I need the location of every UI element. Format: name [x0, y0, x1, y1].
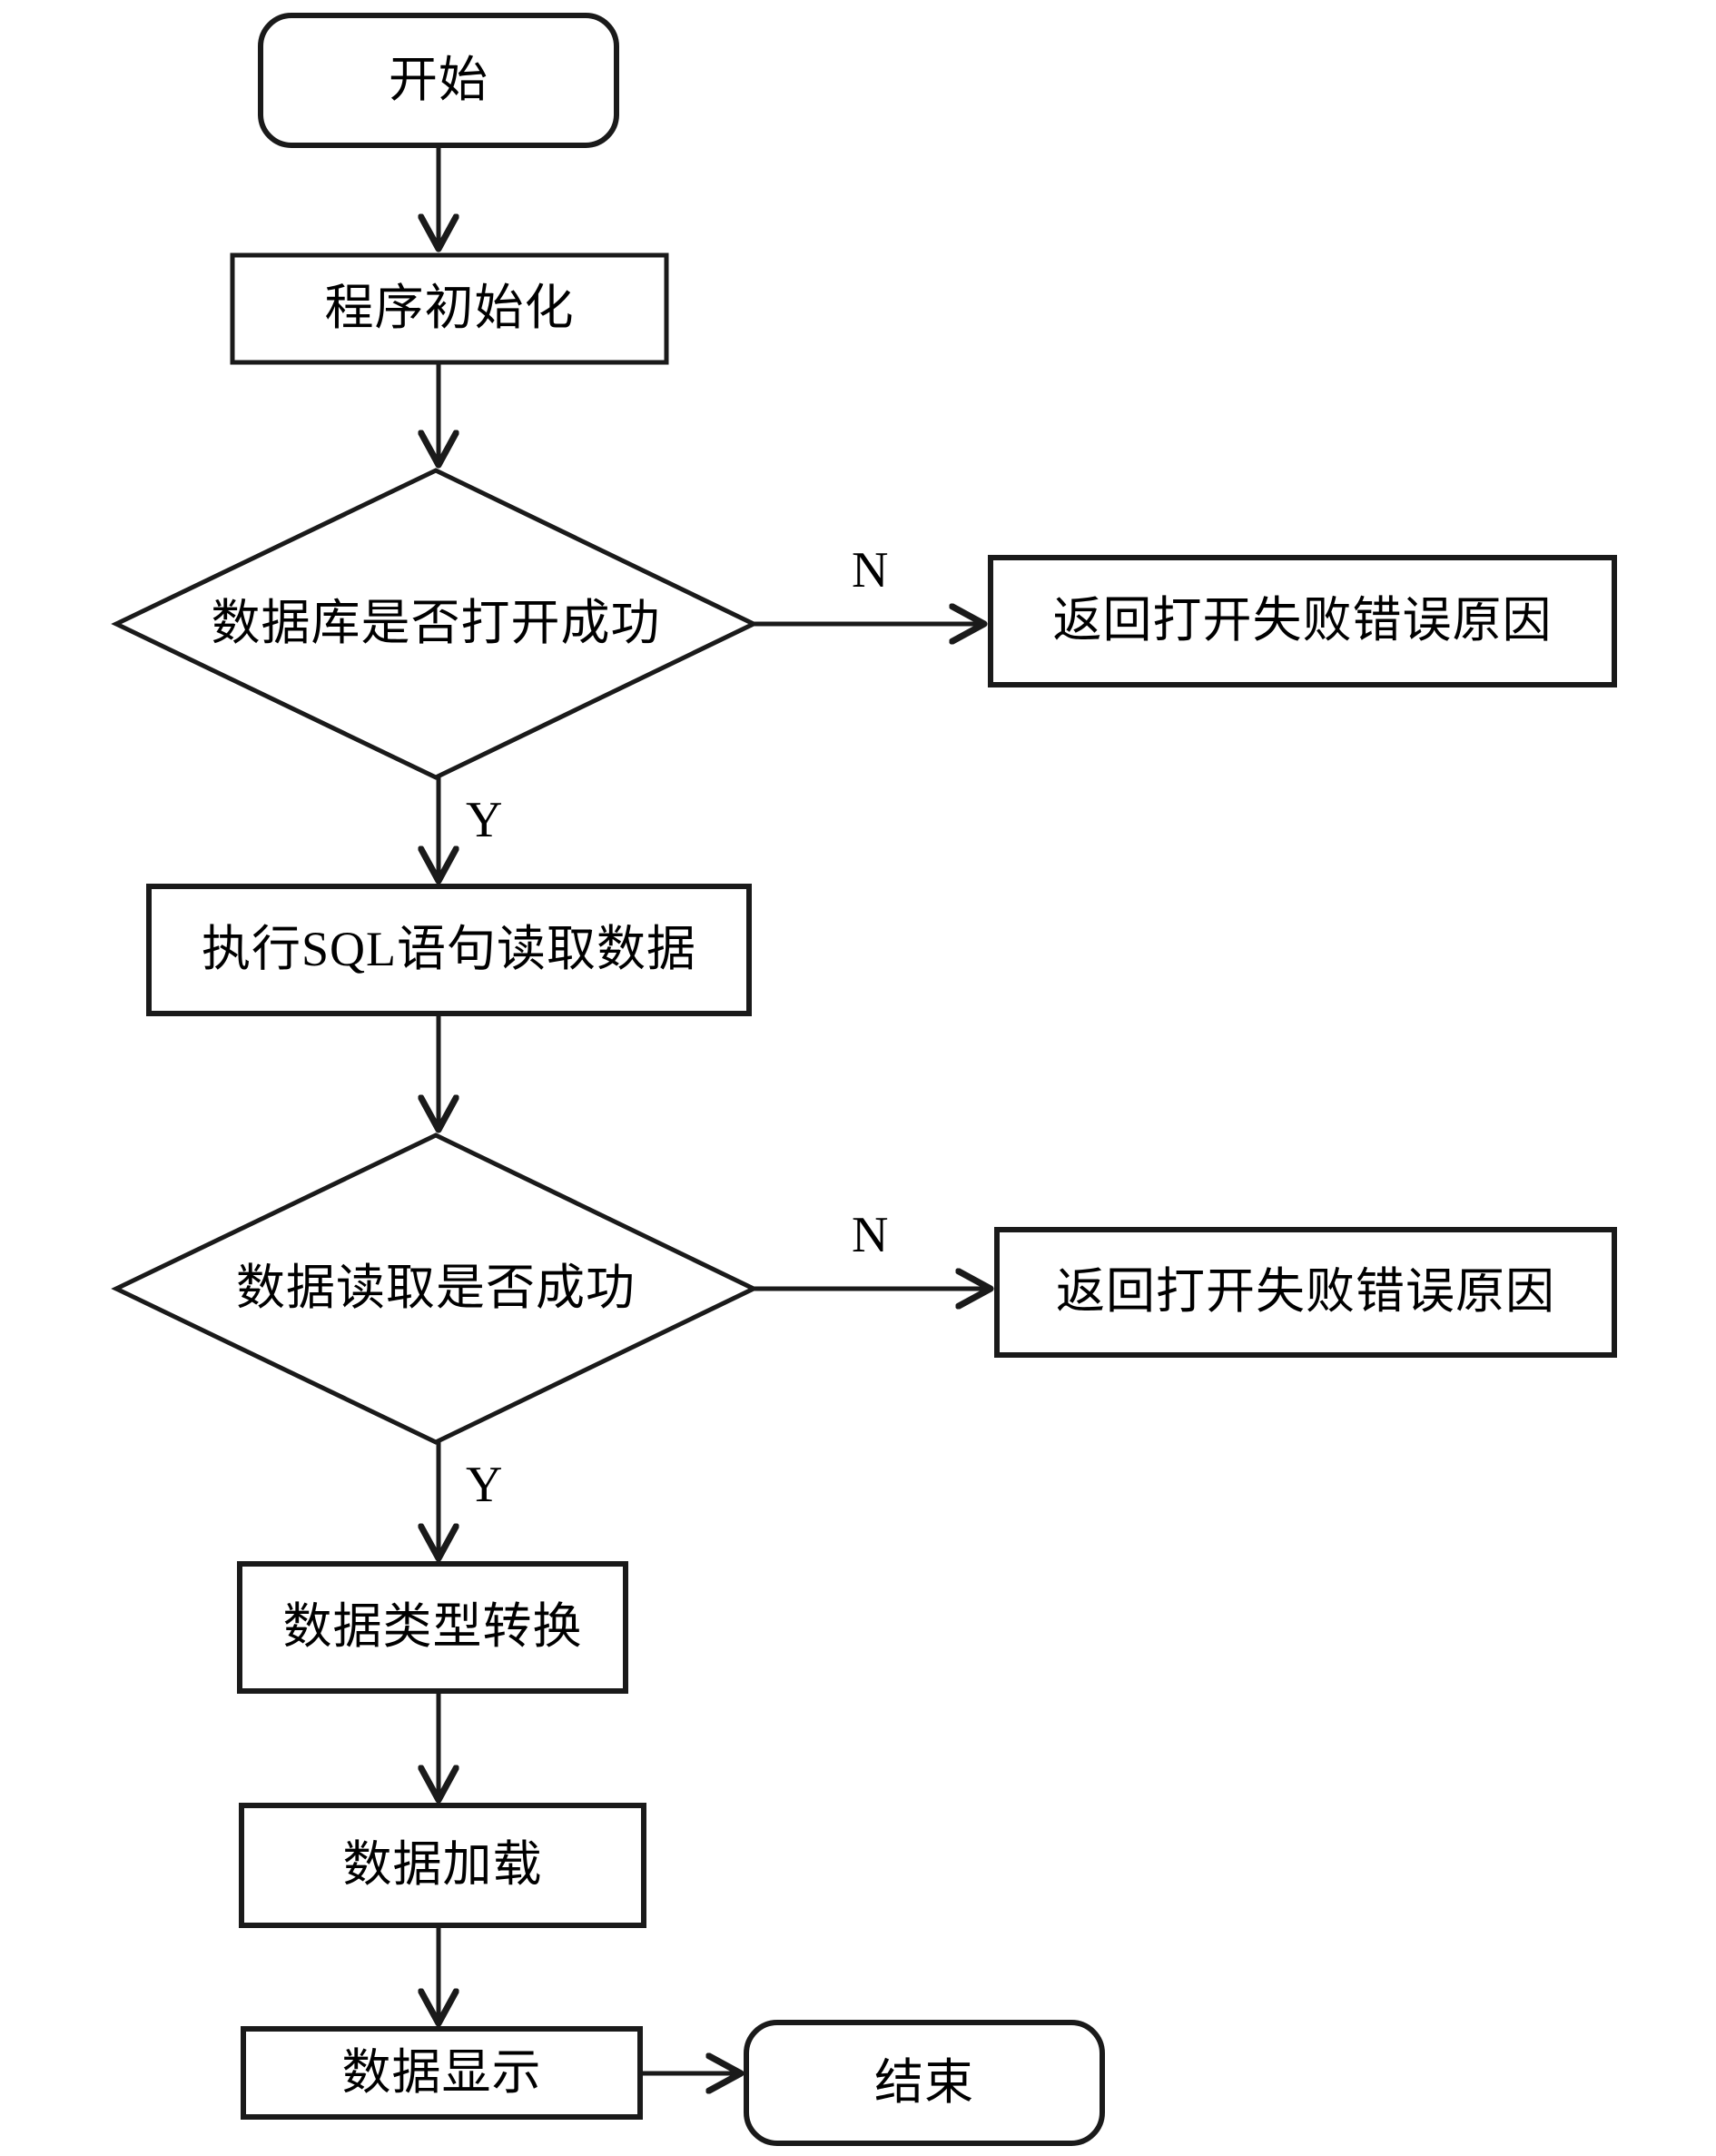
edge-label-db-open-yes: Y [466, 792, 503, 848]
node-shape-db-open [111, 468, 759, 780]
node-shape-db-error [988, 555, 1617, 687]
node-shape-end [744, 2020, 1105, 2146]
node-shape-start [258, 13, 619, 148]
node-shape-init [230, 252, 669, 365]
node-shape-read-error [994, 1227, 1617, 1358]
node-shape-type-convert [237, 1561, 628, 1694]
node-shape-data-show [241, 2026, 643, 2120]
edge-label-read-ok-no: N [852, 1207, 889, 1263]
edge-label-read-ok-yes: Y [466, 1457, 503, 1513]
node-shape-exec-sql [146, 884, 752, 1016]
node-shape-data-load [239, 1803, 646, 1928]
edge-label-db-open-no: N [852, 542, 889, 598]
node-shape-read-ok [111, 1132, 759, 1445]
